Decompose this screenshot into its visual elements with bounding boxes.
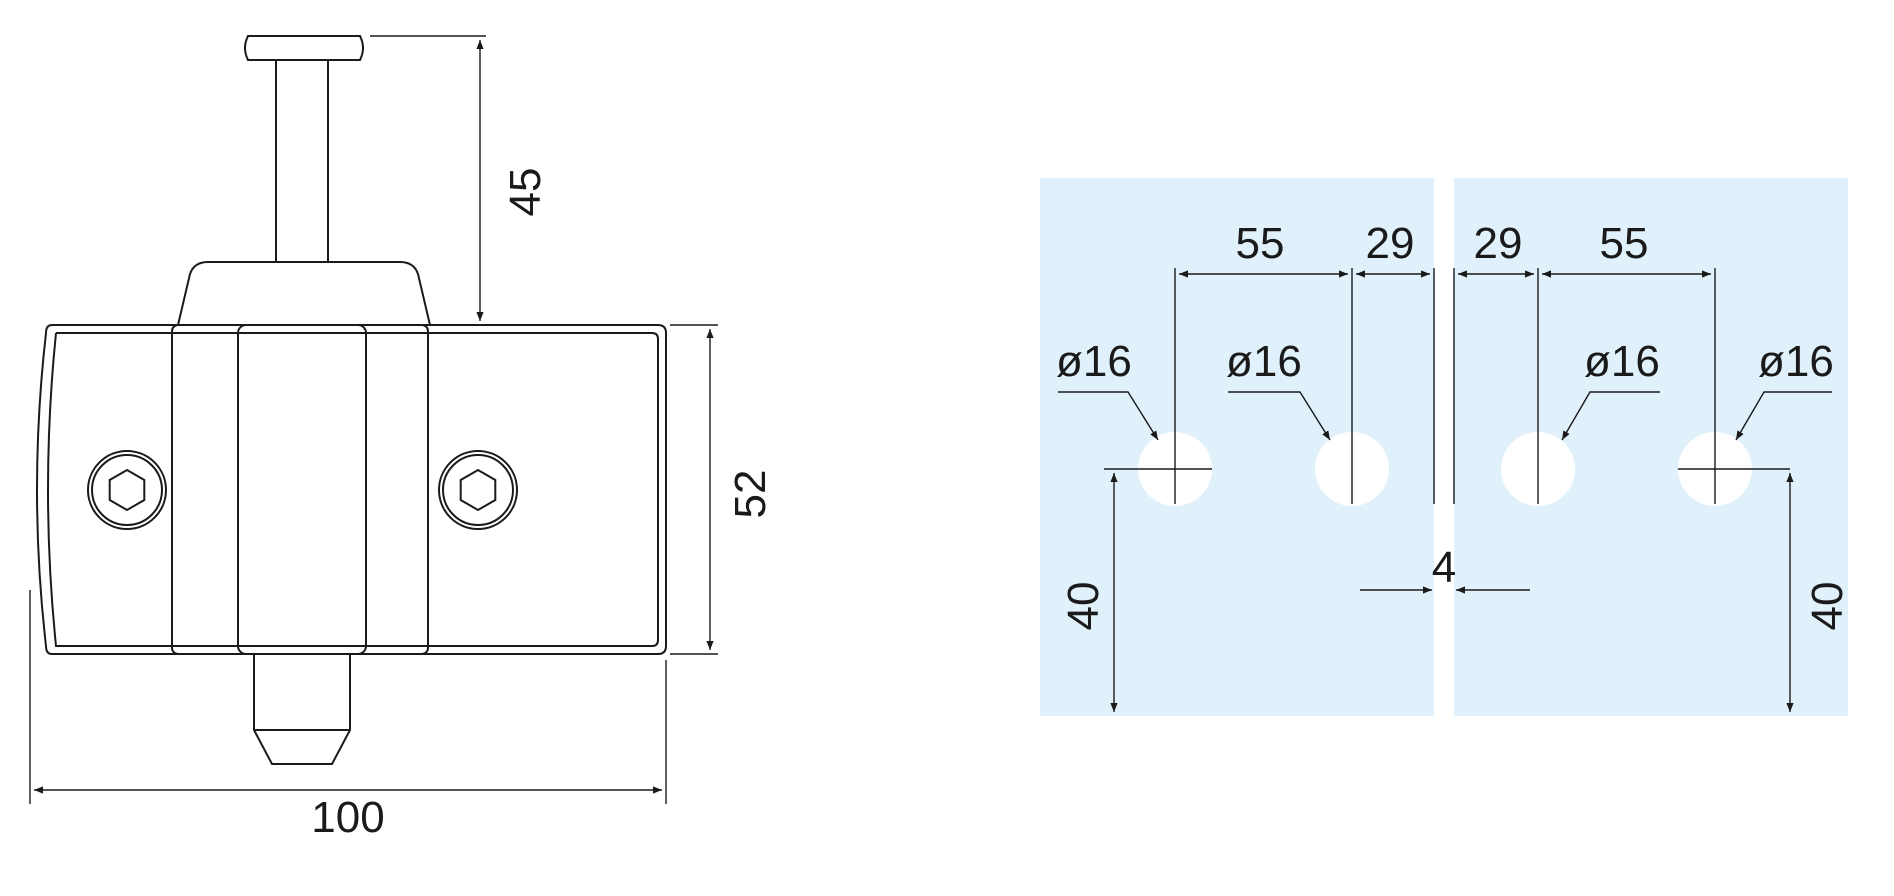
dim-edge-left: 29 [1366,219,1415,268]
hole-4-diameter: ø16 [1758,337,1834,386]
hex-socket-screw-icon [87,450,167,530]
hole-3-diameter: ø16 [1584,337,1660,386]
front-view: 45 52 100 [29,35,775,842]
hole-1-diameter: ø16 [1056,337,1132,386]
hole-layout: 55 29 29 55 ø16 ø16 ø16 ø16 4 40 40 [1040,178,1852,716]
dim-width: 100 [311,793,384,842]
pin-cap [244,35,364,61]
center-block [237,324,367,655]
dim-height-left: 40 [1059,582,1108,631]
center-band [171,324,429,655]
hex-socket-screw-icon [438,450,518,530]
hole-2-diameter: ø16 [1226,337,1302,386]
dim-spacing-right: 55 [1600,219,1649,268]
main-body-inner [47,332,659,647]
dim-height-right: 40 [1803,582,1852,631]
main-body [36,324,667,655]
dim-body-height: 52 [726,470,775,519]
dim-pin-height: 45 [501,168,550,217]
dim-gap: 4 [1432,543,1456,592]
bottom-bolt [253,654,351,765]
top-housing [177,261,431,326]
dim-spacing-left: 55 [1236,219,1285,268]
dim-edge-right: 29 [1474,219,1523,268]
